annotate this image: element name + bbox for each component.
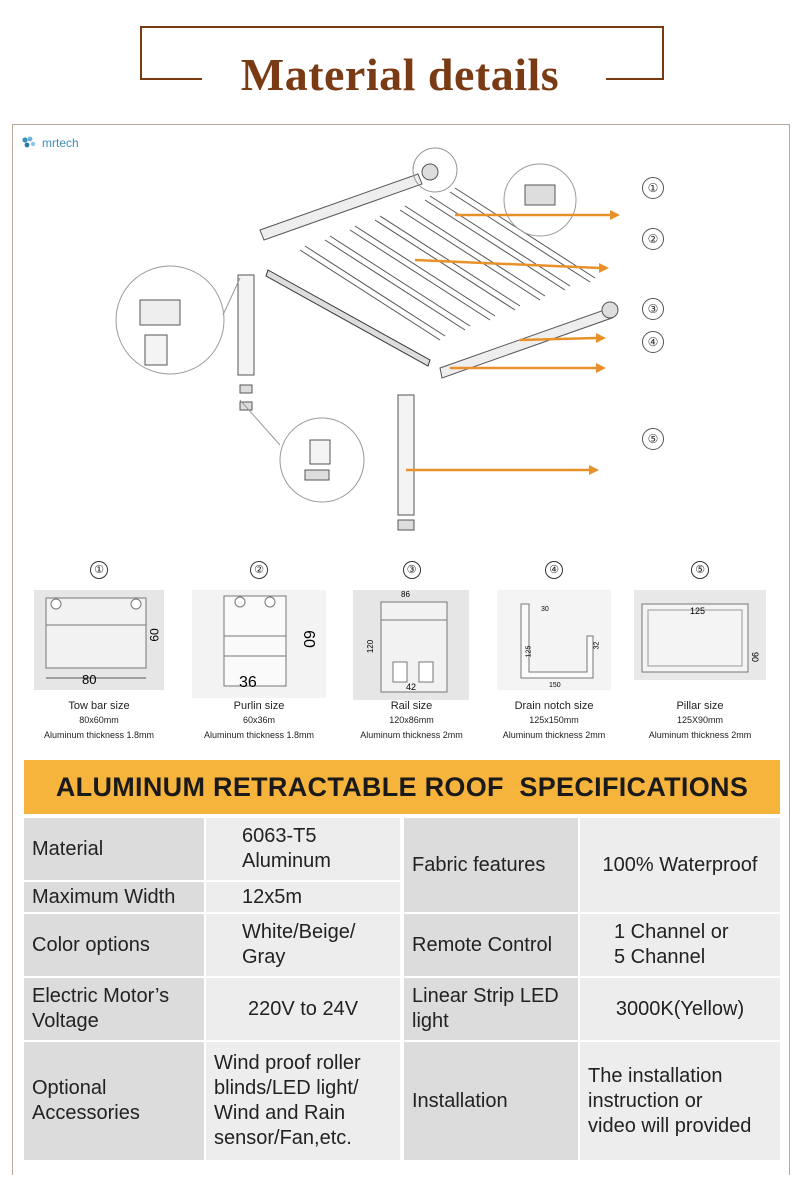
profile-size: 120x86mm: [389, 715, 434, 725]
pillar-height: 90: [750, 651, 761, 663]
profile-size: 60x36m: [242, 715, 276, 725]
drain-height: 125: [525, 645, 533, 658]
tow-bar-profile-drawing: [34, 590, 164, 690]
profile-drain-notch: ④ 30 125 32 150 Drain notch size 125x150…: [489, 560, 619, 740]
profile-thickness: Aluminum thickness 1.8mm: [43, 730, 155, 740]
specs-banner: ALUMINUM RETRACTABLE ROOF SPECIFICATIONS: [24, 760, 780, 814]
callout-3: ③: [642, 298, 664, 320]
callout-1: ①: [642, 177, 664, 199]
profile-name: Tow bar size: [68, 700, 130, 712]
spec-label-max-width: Maximum Width: [24, 882, 204, 912]
profile-purlin: ② 36 60 Purlin size 60x36m Aluminum thic…: [189, 560, 329, 740]
profile-number: ②: [250, 561, 268, 579]
profile-number: ⑤: [691, 561, 709, 579]
flower-logo-icon: [22, 136, 36, 148]
exploded-roof-diagram: [115, 147, 620, 531]
spec-value-remote: 1 Channel or 5 Channel: [580, 914, 780, 976]
profile-name: Pillar size: [676, 700, 724, 712]
spec-value-voltage: 220V to 24V: [206, 978, 400, 1040]
profile-name: Drain notch size: [514, 700, 594, 712]
profile-tow-bar: ① 80 60 Tow bar size 80x60mm Aluminum th…: [24, 560, 174, 740]
pillar-profile-drawing: [634, 590, 766, 680]
content-panel: [12, 124, 790, 1175]
profile-thickness: Aluminum thickness 1.8mm: [203, 730, 315, 740]
purlin-height: 60: [299, 630, 317, 648]
spec-value-color: White/Beige/ Gray: [206, 914, 400, 976]
drain-top: 30: [541, 606, 549, 613]
callout-2: ②: [642, 228, 664, 250]
profile-thickness: Aluminum thickness 2mm: [502, 730, 606, 740]
drain-side: 32: [593, 641, 601, 650]
tow-bar-width: 80: [82, 672, 97, 687]
rail-profile-drawing: [353, 590, 469, 700]
spec-label-color: Color options: [24, 914, 204, 976]
spec-label-led: Linear Strip LED light: [404, 978, 578, 1040]
profile-number: ④: [545, 561, 563, 579]
spec-label-accessories: Optional Accessories: [24, 1042, 204, 1160]
spec-label-material: Material: [24, 818, 204, 880]
profile-size: 125X90mm: [676, 715, 724, 725]
page-header: Material details: [0, 0, 800, 122]
spec-value-max-width: 12x5m: [206, 882, 400, 912]
specs-title: ALUMINUM RETRACTABLE ROOF SPECIFICATIONS: [55, 771, 749, 802]
title-rule-left: [140, 78, 202, 80]
spec-label-voltage: Electric Motor’s Voltage: [24, 978, 204, 1040]
profile-rail: ③ 86 120 42 Rail size 120x86mm Aluminum …: [344, 560, 479, 740]
profile-pillar: ⑤ 125 90 Pillar size 125X90mm Aluminum t…: [632, 560, 768, 740]
tow-bar-height: 60: [147, 628, 162, 642]
profile-row: ① 80 60 Tow bar size 80x60mm Aluminum th…: [24, 560, 784, 750]
drain-notch-profile-drawing: [497, 590, 611, 690]
spec-value-led: 3000K(Yellow): [580, 978, 780, 1040]
title-rule-right: [606, 78, 662, 80]
pillar-width: 125: [690, 606, 706, 616]
profile-name: Rail size: [390, 700, 433, 712]
profile-thickness: Aluminum thickness 2mm: [360, 730, 463, 740]
profile-size: 80x60mm: [79, 715, 119, 725]
drain-width: 150: [549, 682, 561, 689]
spec-value-material: 6063-T5 Aluminum: [206, 818, 400, 880]
title-frame: [140, 26, 664, 80]
spec-label-fabric: Fabric features: [404, 818, 578, 912]
callout-5: ⑤: [642, 428, 664, 450]
rail-bottom: 42: [406, 682, 417, 692]
profile-number: ①: [90, 561, 108, 579]
rail-width: 86: [401, 590, 410, 599]
callout-4: ④: [642, 331, 664, 353]
brand-logo: mrtech: [20, 136, 79, 150]
spec-value-fabric: 100% Waterproof: [580, 818, 780, 912]
spec-value-accessories: Wind proof roller blinds/LED light/ Wind…: [206, 1042, 400, 1160]
spec-label-installation: Installation: [404, 1042, 578, 1160]
page-title: Material details: [240, 49, 560, 100]
rail-height: 120: [366, 639, 376, 654]
profile-name: Purlin size: [233, 700, 285, 712]
profile-thickness: Aluminum thickness 2mm: [648, 730, 752, 740]
spec-label-remote: Remote Control: [404, 914, 578, 976]
profile-number: ③: [402, 561, 421, 579]
logo-text: mrtech: [42, 136, 79, 150]
profile-size: 125x150mm: [529, 715, 579, 725]
purlin-width: 36: [239, 674, 257, 691]
purlin-profile-drawing: [192, 590, 326, 698]
spec-value-installation: The installation instruction or video wi…: [580, 1042, 780, 1160]
